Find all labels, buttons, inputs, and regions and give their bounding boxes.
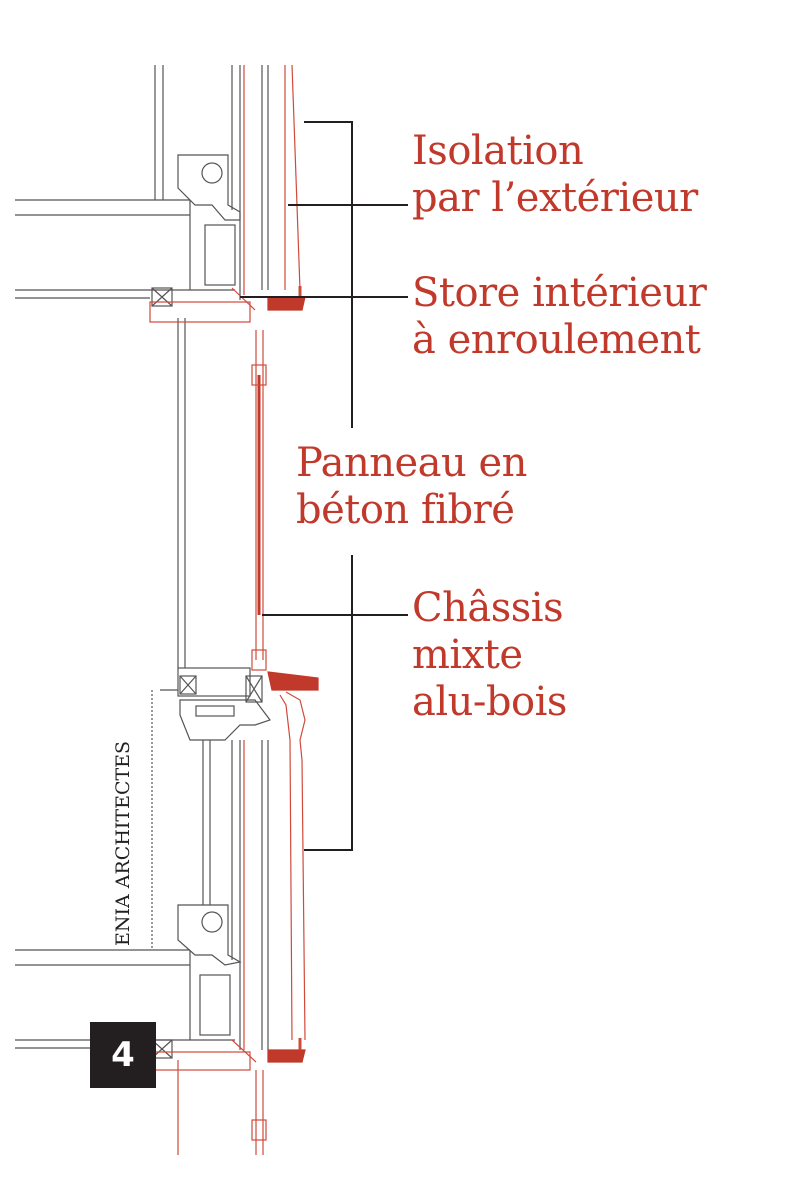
fibre-panel-inner bbox=[279, 694, 293, 1041]
label-chassis-line-1: Châssis bbox=[412, 585, 564, 631]
label-panneau: Panneau en béton fibré bbox=[296, 440, 527, 534]
lower-bracket bbox=[177, 904, 242, 966]
chassis-seal-x-2 bbox=[245, 675, 263, 703]
figure-number-badge: 4 bbox=[90, 1022, 156, 1088]
isolation-bracket-bottom bbox=[304, 555, 353, 851]
upper-slope bbox=[231, 287, 256, 311]
upper-seal-x-2 bbox=[151, 287, 173, 307]
mid-seal-x-2 bbox=[179, 675, 197, 695]
upper-chassis-clip bbox=[251, 364, 267, 386]
label-chassis-line-2: mixte bbox=[412, 632, 523, 678]
lower-bracket-hole bbox=[201, 911, 223, 933]
lower-anchor bbox=[199, 974, 231, 1036]
red-facade-elements bbox=[149, 64, 319, 1155]
label-store-line-2: à enroulement bbox=[412, 317, 701, 363]
upper-lintel bbox=[149, 301, 251, 323]
label-panneau-line-2: béton fibré bbox=[296, 487, 515, 533]
upper-anchor bbox=[204, 224, 236, 286]
mid-sill-slot bbox=[195, 705, 235, 717]
fibre-panel-outer bbox=[285, 691, 306, 1041]
mid-sill-bracket bbox=[179, 699, 271, 741]
label-isolation: Isolation par l’extérieur bbox=[412, 128, 698, 222]
label-chassis: Châssis mixte alu-bois bbox=[412, 585, 567, 726]
lower-drip-piece bbox=[267, 1049, 306, 1063]
leader-lines bbox=[240, 121, 408, 851]
insulation-line-3 bbox=[291, 64, 301, 291]
structure-lines bbox=[15, 65, 271, 1059]
lower-lintel bbox=[149, 1051, 251, 1071]
upper-seal-box bbox=[151, 287, 173, 307]
upper-bracket bbox=[177, 154, 241, 221]
upper-bracket-hole bbox=[201, 162, 223, 184]
upper-drip-piece bbox=[267, 296, 306, 311]
mid-red-sill bbox=[267, 671, 319, 691]
mid-seal-box bbox=[179, 675, 197, 695]
chassis-seal-box bbox=[245, 675, 263, 703]
label-isolation-line-2: par l’extérieur bbox=[412, 175, 698, 221]
label-store-line-1: Store intérieur bbox=[412, 270, 707, 316]
label-chassis-line-3: alu-bois bbox=[412, 679, 567, 725]
lower-chassis-clip bbox=[251, 649, 267, 671]
mid-sill bbox=[177, 667, 251, 697]
lower-clip bbox=[251, 1119, 267, 1141]
label-panneau-line-1: Panneau en bbox=[296, 440, 527, 486]
label-store: Store intérieur à enroulement bbox=[412, 270, 707, 364]
label-isolation-line-1: Isolation bbox=[412, 128, 584, 174]
architect-credit: ENIA ARCHITECTES bbox=[112, 740, 134, 946]
lower-slope bbox=[231, 1039, 257, 1063]
isolation-bracket-top bbox=[304, 121, 353, 428]
